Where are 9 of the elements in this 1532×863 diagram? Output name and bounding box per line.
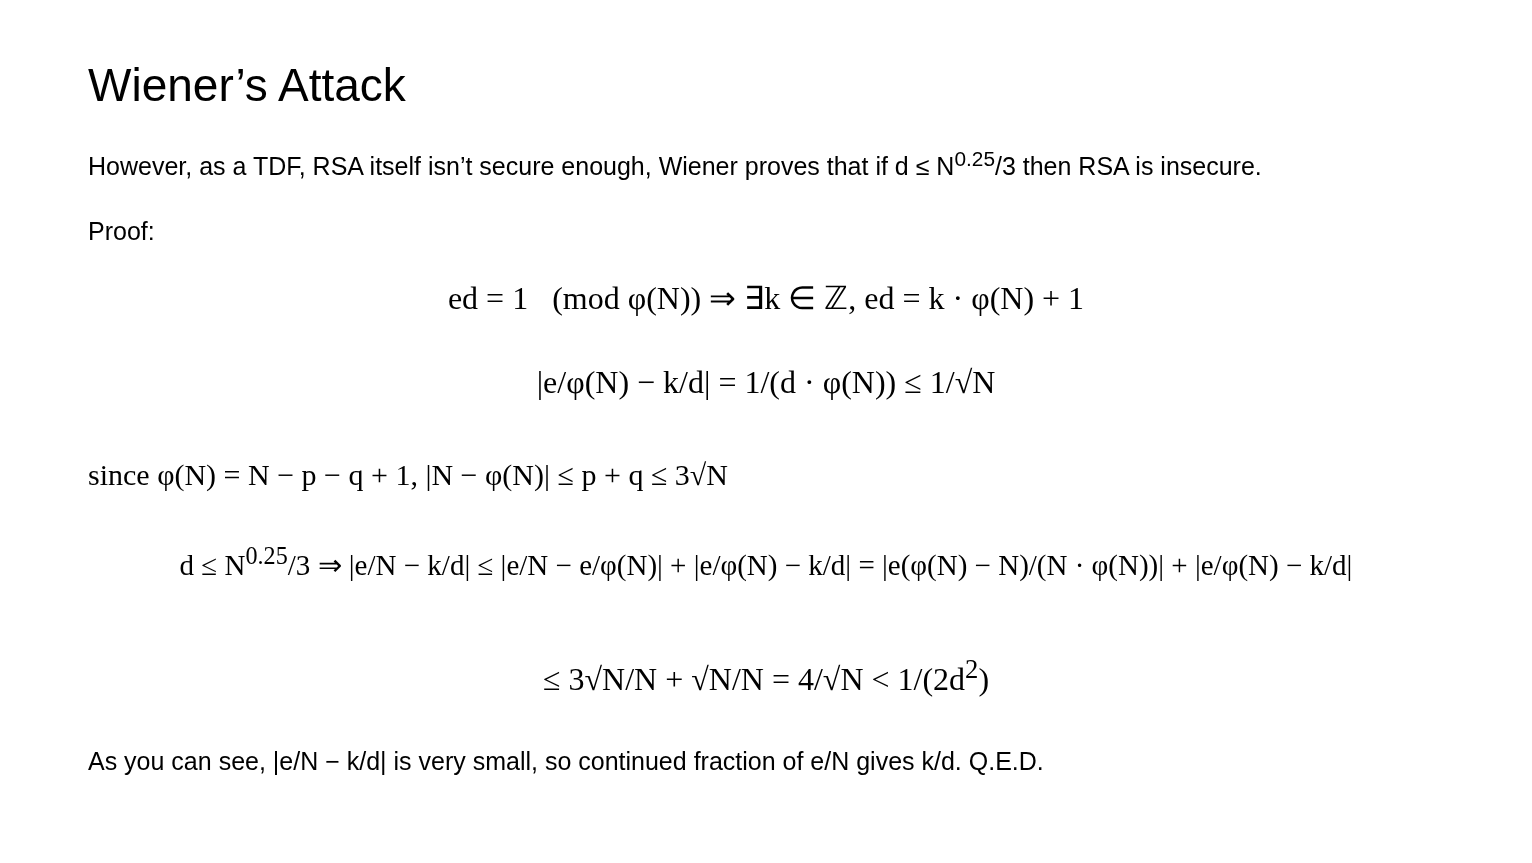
paragraph-text: Proof:	[88, 217, 155, 245]
math-formula: ≤ 3√N/N + √N/N = 4/√N < 1/(2d$^{2}$)	[542, 660, 990, 697]
math-formula: since φ(N) = N − p − q + 1, |N − φ(N)| ≤ p + q ≤ 3√N	[88, 458, 728, 491]
math-formula: d ≤ N$^{0.25}$/3 ⇒ |e/N − k/d| ≤ |e/N − e/φ(N)| + |e/φ(N) − k/d| = |e(φ(N) − N)/(N · φ(N))| + |e/φ(N) − k/d|	[179, 548, 1353, 581]
slide-title: Wiener’s Attack	[88, 58, 406, 112]
paragraph-text: However, as a TDF, RSA itself isn’t secure enough, Wiener proves that if d ≤ N$^{0.25}$/3 then RSA is insecure.	[88, 152, 1262, 181]
math-formula: ed = 1 (mod φ(N)) ⇒ ∃k ∈ ℤ, ed = k · φ(N) + 1	[447, 280, 1085, 316]
paragraph-text: As you can see, |e/N − k/d| is very small, so continued fraction of e/N gives k/d. Q.E.D.	[88, 747, 1044, 775]
math-formula: |e/φ(N) − k/d| = 1/(d · φ(N)) ≤ 1/√N	[536, 364, 996, 400]
